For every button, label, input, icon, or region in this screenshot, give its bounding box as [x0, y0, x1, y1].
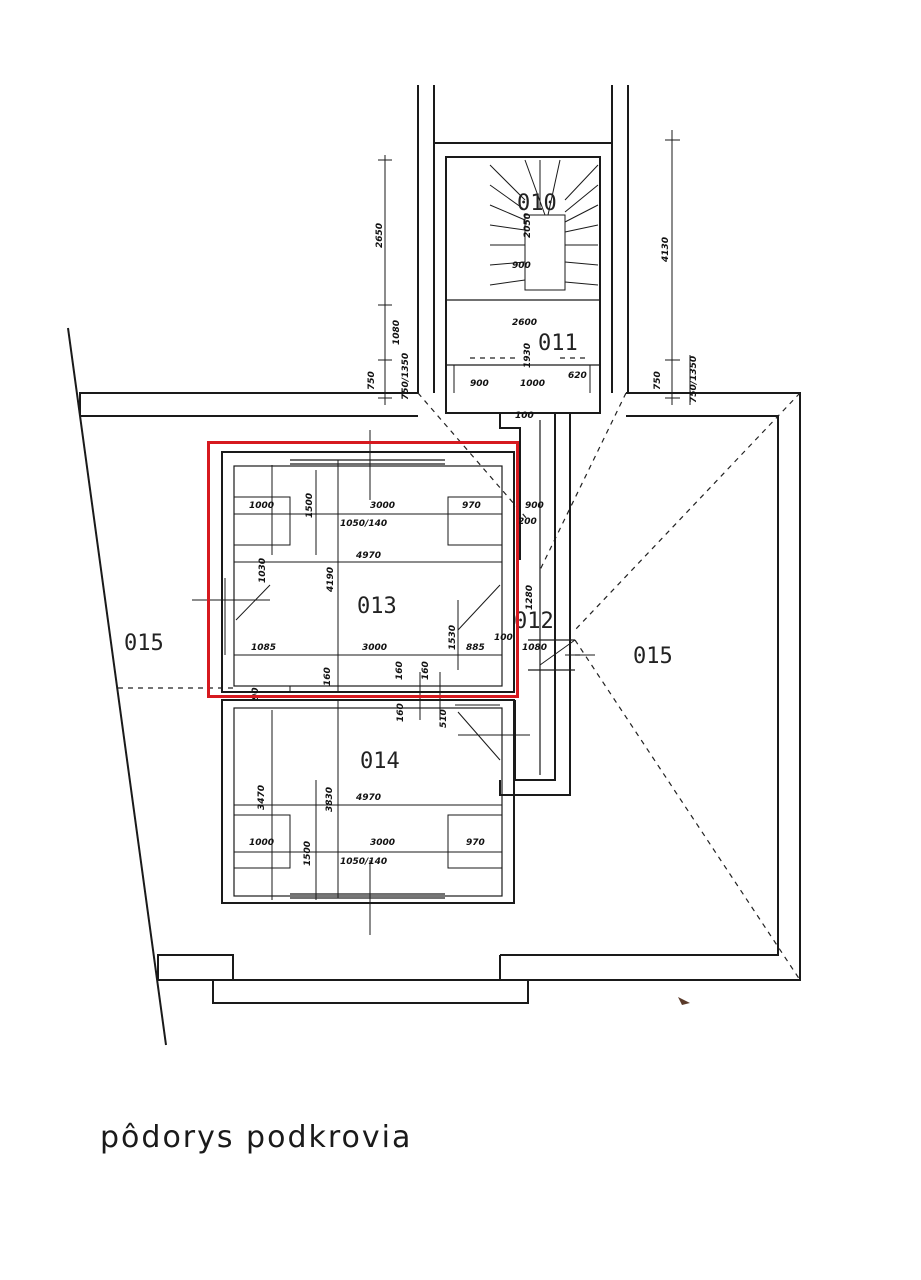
dim-200: 200	[518, 517, 537, 527]
dim-750-1350: 750/1350	[401, 353, 411, 400]
dim-3830: 3830	[325, 787, 335, 812]
dim-1000-landing: 1000	[520, 379, 545, 389]
dim-750-right: 750	[653, 371, 663, 390]
dim-970-013: 970	[462, 501, 481, 511]
room-014-walls	[221, 699, 530, 935]
stair-treads	[489, 159, 599, 291]
dim-900-stair: 900	[512, 261, 531, 271]
dim-1000-014: 1000	[249, 838, 274, 848]
dim-4970-014: 4970	[355, 793, 381, 803]
room-label-013: 013	[357, 594, 397, 619]
dim-160-c: 160	[421, 661, 431, 680]
highlight-box-room-013	[207, 441, 519, 698]
dim-2600: 2600	[512, 318, 537, 328]
dim-1030: 1030	[258, 558, 268, 583]
dim-2650: 2650	[375, 223, 385, 248]
dim-1500-013: 1500	[305, 493, 315, 518]
dim-750-1350-right: 750/1350	[689, 356, 699, 403]
room-label-011: 011	[538, 331, 578, 356]
dim-750: 750	[367, 371, 377, 390]
roof-outline	[67, 327, 801, 1046]
dim-1050-140-013: 1050/140	[340, 519, 387, 529]
dim-160-d: 160	[396, 703, 406, 722]
dim-1080: 1080	[392, 320, 402, 345]
dim-4130: 4130	[661, 237, 671, 263]
dim-3470: 3470	[257, 785, 267, 810]
room-013-walls	[192, 430, 515, 720]
dim-510: 510	[439, 709, 449, 728]
dim-970-014: 970	[466, 838, 485, 848]
room-label-014: 014	[360, 749, 400, 774]
dim-3000-013-top: 3000	[370, 501, 395, 511]
dim-160-b: 160	[395, 661, 405, 680]
dim-1080-corridor: 1080	[522, 643, 547, 653]
dim-4190: 4190	[326, 567, 336, 593]
dim-1085: 1085	[251, 643, 276, 653]
dim-160-a: 160	[323, 667, 333, 686]
dim-3000-013-bottom: 3000	[362, 643, 387, 653]
dim-900-landing: 900	[470, 379, 489, 389]
dim-4970-013: 4970	[355, 551, 381, 561]
dim-90: 90	[251, 687, 261, 700]
dim-2050: 2050	[523, 213, 533, 238]
dim-620: 620	[568, 371, 587, 381]
dim-1280: 1280	[525, 585, 535, 610]
dim-1930: 1930	[523, 343, 533, 368]
room-label-010: 010	[517, 191, 557, 216]
stair-core	[417, 85, 629, 414]
dim-1500-014: 1500	[303, 841, 313, 866]
dimension-lines	[378, 130, 691, 405]
room-label-015-left: 015	[124, 631, 164, 656]
dim-100-top: 100	[515, 411, 534, 421]
dim-3000-014: 3000	[370, 838, 395, 848]
dim-1000-013: 1000	[249, 501, 274, 511]
ink-mark	[678, 997, 690, 1005]
dim-1530: 1530	[448, 625, 458, 650]
plan-caption: pôdorys podkrovia	[100, 1120, 413, 1155]
dim-900-corridor: 900	[525, 501, 544, 511]
dimension-texts: 2650 1080 750 750/1350 4130 750 750/1350…	[249, 213, 699, 867]
dim-100-side: 100	[494, 633, 513, 643]
room-label-012: 012	[514, 609, 554, 634]
dim-885: 885	[466, 643, 485, 653]
dim-1050-140-014: 1050/140	[340, 857, 387, 867]
room-label-015-right: 015	[633, 644, 673, 669]
